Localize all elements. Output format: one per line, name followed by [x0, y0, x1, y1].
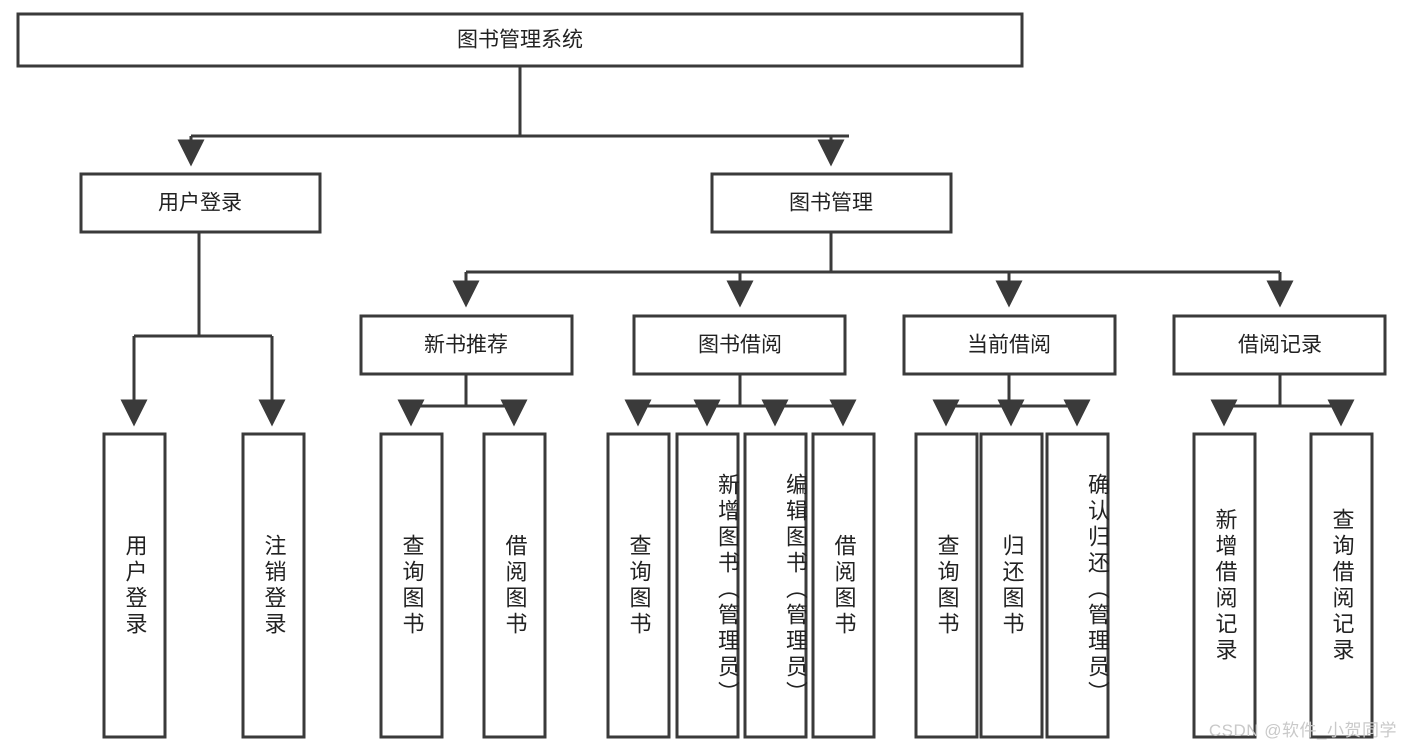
leaf-label-confirm-return: 确认归还（管理员） [1085, 472, 1110, 707]
connector-current-to-leaves [932, 374, 1091, 427]
leaf-box-borrow-book-1 [482, 432, 547, 739]
leaf-label-query-book-2: 查询图书 [626, 533, 652, 638]
leaf-label-logout: 注销登录 [261, 533, 287, 638]
node-root-label: 图书管理系统 [457, 29, 583, 52]
connector-root-to-level2 [177, 66, 849, 167]
leaf-label-add-book: 新增图书（管理员） [715, 472, 740, 707]
leaf-label-add-record: 新增借阅记录 [1212, 507, 1238, 664]
leaf-box-logout [241, 432, 306, 739]
node-book-borrow-label: 图书借阅 [698, 334, 782, 357]
leaf-box-confirm-return [1045, 432, 1110, 739]
leaf-boxes [102, 432, 1374, 739]
node-root[interactable]: 图书管理系统 [16, 12, 1024, 68]
node-book-management-label: 图书管理 [789, 192, 873, 215]
leaf-label-user-login: 用户登录 [122, 533, 148, 638]
leaf-label-return-book: 归还图书 [999, 533, 1025, 638]
leaf-box-query-book-2 [606, 432, 671, 739]
leaf-box-query-book-1 [379, 432, 444, 739]
node-user-login[interactable]: 用户登录 [79, 172, 322, 234]
leaf-box-return-book [979, 432, 1044, 739]
leaf-box-add-book [675, 432, 740, 739]
leaf-box-query-record [1309, 432, 1374, 739]
leaf-label-edit-book: 编辑图书（管理员） [783, 472, 808, 707]
node-book-borrow[interactable]: 图书借阅 [632, 314, 847, 376]
connector-borrow-to-leaves [624, 374, 857, 427]
connector-record-to-leaves [1210, 374, 1355, 427]
node-current-borrow[interactable]: 当前借阅 [902, 314, 1117, 376]
node-book-management[interactable]: 图书管理 [710, 172, 953, 234]
leaf-box-add-record [1192, 432, 1257, 739]
node-current-borrow-label: 当前借阅 [967, 334, 1051, 357]
leaf-label-query-record: 查询借阅记录 [1329, 507, 1355, 664]
leaf-box-borrow-book-2 [811, 432, 876, 739]
leaf-box-query-book-3 [914, 432, 979, 739]
node-new-book-recommend-label: 新书推荐 [424, 334, 508, 357]
leaf-label-borrow-book-2: 借阅图书 [831, 533, 857, 638]
connector-userlogin-to-leaves [120, 232, 286, 427]
leaf-box-user-login [102, 432, 167, 739]
leaf-label-query-book-3: 查询图书 [934, 533, 960, 638]
leaf-label-borrow-book-1: 借阅图书 [502, 533, 528, 638]
leaf-label-query-book-1: 查询图书 [399, 533, 425, 638]
csdn-watermark: CSDN @软件_小贺同学 [1208, 721, 1397, 740]
node-user-login-label: 用户登录 [158, 192, 242, 215]
node-borrow-record[interactable]: 借阅记录 [1172, 314, 1387, 376]
leaf-box-edit-book [743, 432, 808, 739]
node-borrow-record-label: 借阅记录 [1238, 334, 1322, 357]
node-new-book-recommend[interactable]: 新书推荐 [359, 314, 574, 376]
connector-newbook-to-leaves [397, 374, 528, 427]
connector-bookmgmt-to-level3 [452, 232, 1294, 308]
